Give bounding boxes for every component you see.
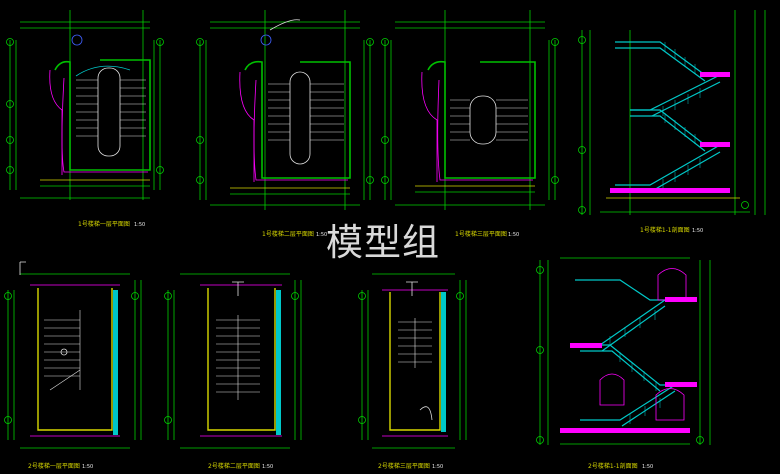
drawing-stair1-floor2-plan xyxy=(196,10,374,210)
drawing-scale: 1:50 xyxy=(316,232,327,238)
drawing-stair2-floor1-plan xyxy=(4,261,142,449)
drawing-scale: 1:50 xyxy=(508,232,519,238)
drawing-title: 2号楼梯1-1剖面图 xyxy=(588,462,638,470)
drawing-stair2-floor2-plan xyxy=(164,273,302,449)
drawing-scale: 1:50 xyxy=(692,228,703,234)
drawing-title: 1号楼梯1-1剖面图 xyxy=(640,226,690,234)
watermark-text: 模型组 xyxy=(326,221,440,264)
drawing-stair2-floor3-plan xyxy=(358,273,467,449)
drawing-title: 2号楼梯三层平面图 xyxy=(378,462,430,470)
drawing-title: 1号楼梯一层平面图 xyxy=(78,220,130,228)
drawing-scale: 1:50 xyxy=(262,464,273,470)
drawing-stair2-section xyxy=(536,257,711,445)
drawing-title: 1号楼梯二层平面图 xyxy=(262,230,314,238)
drawing-title: 1号楼梯三层平面图 xyxy=(455,230,507,238)
drawing-stair1-section xyxy=(578,10,766,215)
drawing-title: 2号楼梯一层平面图 xyxy=(28,462,80,470)
drawing-scale: 1:50 xyxy=(432,464,443,470)
drawing-title: 2号楼梯二层平面图 xyxy=(208,462,260,470)
drawing-scale: 1:50 xyxy=(134,222,145,228)
drawing-stair1-floor3-plan xyxy=(381,10,559,210)
drawing-scale: 1:50 xyxy=(642,464,653,470)
drawing-scale: 1:50 xyxy=(82,464,93,470)
drawing-stair1-floor1-plan xyxy=(6,10,164,200)
